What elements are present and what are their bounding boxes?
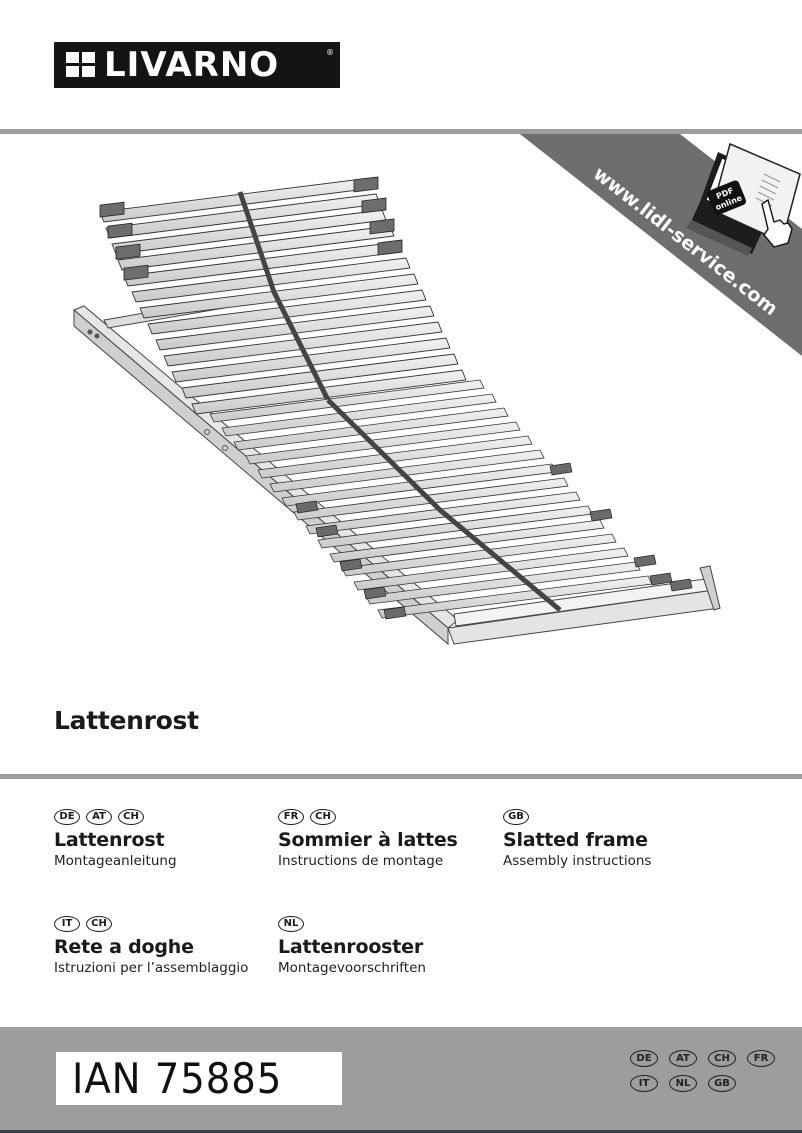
middle-divider (0, 774, 802, 779)
registered-mark: ® (326, 48, 334, 57)
language-title: Lattenrost (54, 829, 165, 851)
language-subtitle: Istruzioni per l’assemblaggio (54, 960, 249, 976)
language-subtitle: Montagevoorschriften (278, 960, 426, 976)
language-subtitle: Instructions de montage (278, 853, 444, 869)
head-section-slats (99, 176, 467, 415)
country-badge-it: IT (54, 916, 80, 932)
country-badge-gb: GB (503, 809, 529, 825)
top-divider (0, 129, 802, 134)
country-badges: NL (278, 916, 426, 934)
country-badge-nl: NL (278, 916, 304, 932)
language-title: Lattenrooster (278, 936, 424, 958)
country-badge-fr: FR (747, 1050, 775, 1067)
slatted-frame-illustration (73, 176, 721, 646)
ian-number: IAN 75885 (72, 1053, 283, 1103)
brand-name: LIVARNO (104, 45, 280, 85)
language-title: Rete a doghe (54, 936, 194, 958)
product-title: Lattenrost (54, 706, 199, 735)
country-badge-de: DE (54, 809, 80, 825)
body-section-slats (209, 379, 653, 619)
language-title: Slatted frame (503, 829, 648, 851)
country-badges: FR CH (278, 809, 458, 827)
country-badges: IT CH (54, 916, 248, 934)
country-badge-at: AT (86, 809, 112, 825)
country-badge-ch: CH (310, 809, 336, 825)
language-subtitle: Assembly instructions (503, 853, 652, 869)
livarno-logo: LIVARNO ® (54, 42, 340, 88)
country-badge-it: IT (630, 1075, 658, 1092)
country-badge-ch: CH (118, 809, 144, 825)
language-block-fr: FR CH Sommier à lattes Instructions de m… (278, 809, 458, 870)
ian-box: IAN 75885 (56, 1052, 342, 1105)
country-badge-de: DE (630, 1050, 658, 1067)
country-badge-ch: CH (86, 916, 112, 932)
language-subtitle: Montageanleitung (54, 853, 177, 869)
country-badge-nl: NL (669, 1075, 697, 1092)
language-block-nl: NL Lattenrooster Montagevoorschriften (278, 916, 426, 977)
country-badge-fr: FR (278, 809, 304, 825)
country-badge-ch: CH (708, 1050, 736, 1067)
pointing-hand-icon (761, 198, 793, 248)
pdf-online-badge: PDF online (707, 180, 747, 215)
language-block-it: IT CH Rete a doghe Istruzioni per l’asse… (54, 916, 248, 977)
logo-grid-icon (66, 52, 96, 78)
footer-country-badges: DE AT CH FR IT NL GB (630, 1050, 790, 1100)
center-strap (326, 398, 562, 612)
language-title: Sommier à lattes (278, 829, 458, 851)
country-badges: DE AT CH (54, 809, 177, 827)
country-badge-gb: GB (708, 1075, 736, 1092)
lidl-service-banner: PDF online www.lidl-service.com (520, 134, 802, 356)
country-badges: GB (503, 809, 651, 827)
footer-bottom-edge (0, 1130, 802, 1133)
language-block-de: DE AT CH Lattenrost Montageanleitung (54, 809, 177, 870)
language-block-gb: GB Slatted frame Assembly instructions (503, 809, 651, 870)
country-badge-at: AT (669, 1050, 697, 1067)
body-slat-caps (295, 462, 693, 620)
